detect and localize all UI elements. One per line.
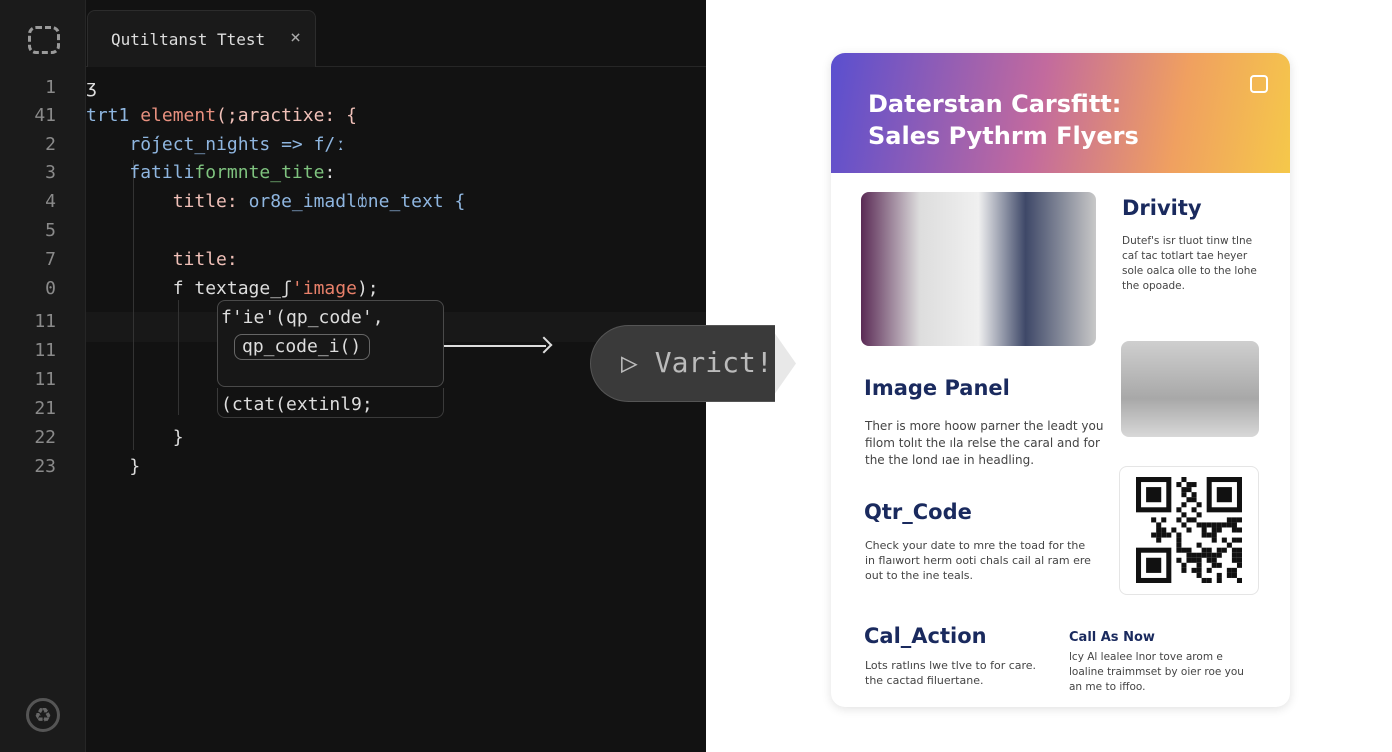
code-token: fatili: [129, 162, 195, 183]
activity-bar: ♻: [0, 0, 86, 752]
code-line[interactable]: }: [86, 427, 184, 448]
code-token: [86, 134, 129, 155]
run-button[interactable]: ▷ Varict!: [590, 325, 775, 402]
bridge-photo: [1121, 341, 1259, 437]
line-number: 11: [34, 369, 56, 390]
businessman-photo: [861, 192, 1096, 346]
code-token: [86, 191, 173, 212]
code-line[interactable]: f textage_ʃ'image);: [86, 278, 379, 299]
section-heading: Call As Now: [1069, 630, 1155, 645]
code-token: f textage_ʃ: [86, 278, 292, 299]
section-body: Check your date to mre the toad for the …: [865, 539, 1091, 582]
popup-line-2[interactable]: qp_code_i(): [242, 336, 362, 357]
code-line[interactable]: fatiliformnte_tite:: [86, 162, 335, 183]
code-token: trt1: [86, 105, 141, 126]
line-number: 21: [34, 398, 56, 419]
line-number: 11: [34, 340, 56, 361]
line-number: 1: [45, 77, 56, 98]
code-token: rṓject_nights => f/ː: [129, 134, 347, 155]
suggestion-highlight[interactable]: [234, 334, 370, 360]
code-token: title:: [172, 191, 249, 212]
code-token: ʒ: [86, 77, 97, 98]
code-token: formnte_tite: [194, 162, 325, 183]
section-body: lcy Al lealee lnor tove arom e loaline t…: [1069, 651, 1244, 693]
flyer-header: Daterstan Carsfitt: Sales Pythrm Flyers: [831, 53, 1290, 173]
line-number: 3: [45, 162, 56, 183]
code-line[interactable]: title: or8e_imadlȸne_text {: [86, 191, 466, 212]
popup-line-3[interactable]: (ctat(extinl9;: [221, 394, 373, 415]
code-line[interactable]: }: [86, 456, 140, 477]
code-token: [86, 162, 129, 183]
line-number: 7: [45, 249, 56, 270]
autocomplete-footer: [217, 388, 444, 418]
autocomplete-popup[interactable]: [217, 300, 444, 387]
flyer-title-line-2: Sales Pythrm Flyers: [868, 122, 1139, 150]
section-heading: Qtr_Code: [864, 500, 972, 524]
code-token: title:: [172, 249, 238, 270]
code-token: }: [86, 456, 141, 477]
code-line[interactable]: ʒ: [86, 77, 97, 98]
popup-line-1[interactable]: f'ie'(qp_code',: [221, 307, 384, 328]
flyer-preview: Daterstan Carsfitt: Sales Pythrm Flyers …: [831, 53, 1290, 707]
code-token: element: [140, 105, 217, 126]
line-number: 22: [34, 427, 56, 448]
code-token: (;aractixe: {: [216, 105, 357, 126]
code-token: 'image: [291, 278, 357, 299]
line-number: 2: [45, 134, 56, 155]
line-number: 41: [34, 105, 56, 126]
code-token: [86, 249, 173, 270]
code-line[interactable]: rṓject_nights => f/ː: [86, 134, 346, 155]
tab-editor-file[interactable]: Qutiltanst Ttest ×: [87, 10, 316, 67]
code-editor-panel: ♻ Qutiltanst Ttest × 1 ʒ 41 trt1 element(;ar…: [0, 0, 706, 752]
section-body: Ther is more hoow parner the leadt you f…: [865, 419, 1104, 467]
indent-guide: [178, 300, 179, 415]
code-token: }: [86, 427, 184, 448]
code-token: or8e_imadlȸne_text {: [248, 191, 466, 212]
tab-bar: Qutiltanst Ttest ×: [86, 10, 706, 67]
section-body: Lots ratlıns lwe tlve to for care. the c…: [865, 659, 1037, 687]
line-number: 11: [34, 311, 56, 332]
section-body: Dutef's isr tluot tinw tlne caſ tac totl…: [1122, 235, 1257, 292]
arrow-connector: [444, 345, 546, 347]
qr-code: [1119, 466, 1259, 595]
code-line[interactable]: trt1 element(;aractixe: {: [86, 105, 357, 126]
qr-code-icon: [1136, 477, 1242, 583]
indent-guide: [133, 160, 134, 450]
sync-icon[interactable]: ♻: [26, 698, 60, 732]
line-number: 23: [34, 456, 56, 477]
line-number: 5: [45, 220, 56, 241]
section-heading: Drivity: [1122, 196, 1202, 220]
flyer-title-line-1: Daterstan Carsfitt:: [868, 90, 1122, 118]
line-number: 0: [45, 278, 56, 299]
code-token: :: [324, 162, 336, 183]
tab-title: Qutiltanst Ttest: [111, 30, 266, 49]
code-token: );: [356, 278, 379, 299]
close-icon[interactable]: ×: [290, 27, 301, 48]
code-line[interactable]: title:: [86, 249, 238, 270]
section-heading: Cal_Action: [864, 624, 987, 648]
line-number: 4: [45, 191, 56, 212]
app-logo-icon[interactable]: [28, 26, 60, 54]
section-heading: Image Panel: [864, 376, 1010, 400]
search-icon[interactable]: [1250, 75, 1268, 93]
